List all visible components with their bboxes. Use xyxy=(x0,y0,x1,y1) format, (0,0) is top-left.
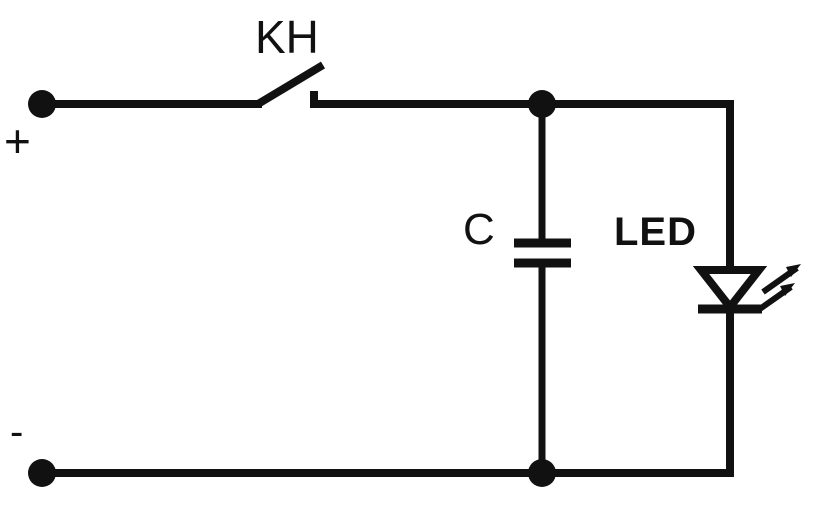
switch-open-icon[interactable] xyxy=(255,61,326,108)
capacitor-label: C xyxy=(463,205,495,254)
negative-terminal-label: - xyxy=(10,410,24,454)
positive-terminal-label: + xyxy=(4,115,31,167)
positive-terminal-dot[interactable] xyxy=(28,90,56,118)
led-light-ray-2-arrowhead xyxy=(780,283,795,296)
led-label: LED xyxy=(614,210,697,254)
top-junction-dot xyxy=(528,90,556,118)
led-triangle xyxy=(692,266,768,314)
capacitor-icon[interactable] xyxy=(514,238,571,268)
switch-label: KH xyxy=(255,11,319,63)
bottom-junction-dot xyxy=(528,459,556,487)
negative-terminal-dot[interactable] xyxy=(28,459,56,487)
led-light-ray-1-arrowhead xyxy=(786,264,801,277)
led-icon[interactable] xyxy=(692,264,801,314)
